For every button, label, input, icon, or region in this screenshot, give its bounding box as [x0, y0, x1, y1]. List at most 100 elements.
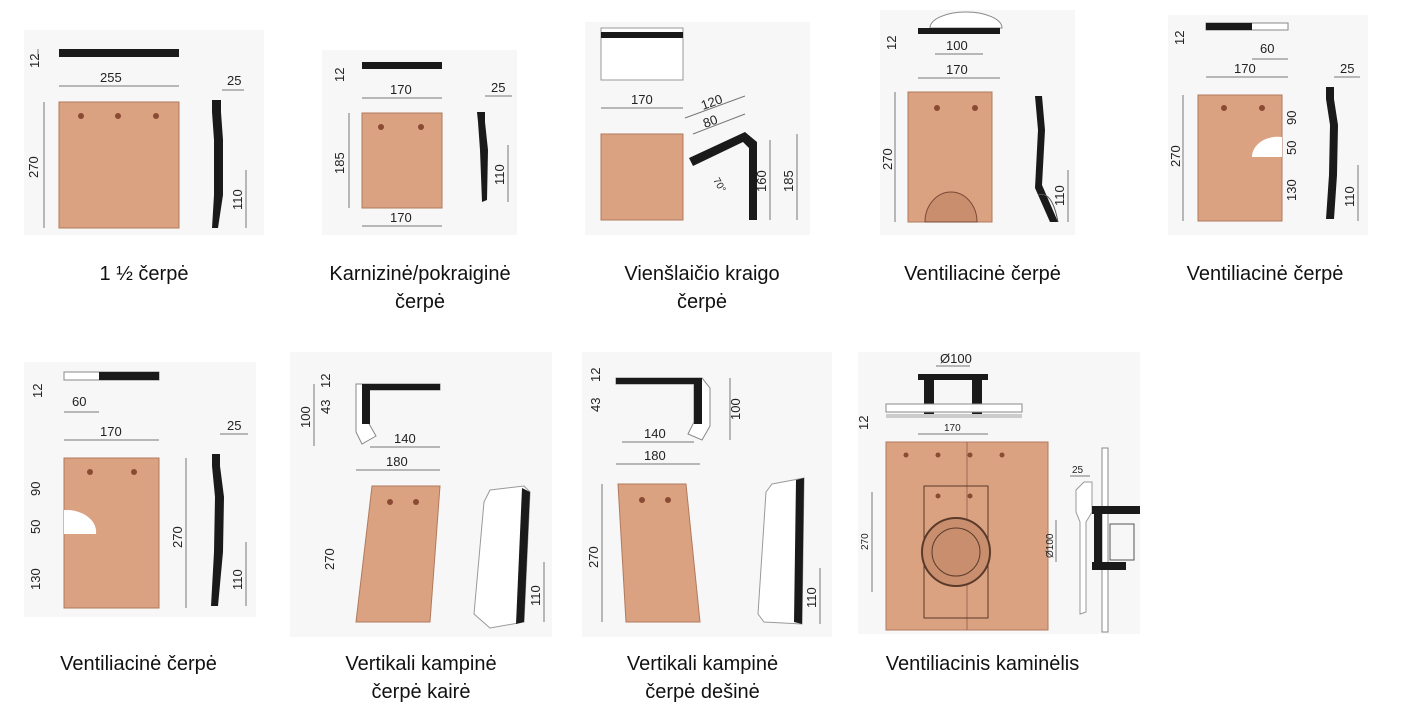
tile-1-caption: 1 ½ čerpė — [24, 260, 264, 288]
nail-hole — [934, 105, 940, 111]
nail-hole — [935, 452, 941, 458]
corner-side-view — [473, 485, 531, 629]
tile-1-drawing: 12 255 270 25 110 — [24, 30, 264, 235]
dim-thickness: 12 — [884, 36, 899, 50]
dim-overlap: 110 — [230, 569, 245, 590]
stack-cap — [918, 374, 988, 380]
tile-6-caption: Ventiliacinė čerpė — [16, 650, 261, 678]
dim-notch-offset: 60 — [1260, 41, 1274, 56]
dim-height: 270 — [860, 533, 871, 550]
side-stack-base — [1092, 562, 1126, 570]
dim-width: 180 — [386, 454, 408, 469]
tile-6-drawing: 12 60 170 90 50 130 270 25 110 — [24, 362, 256, 617]
side-stack-opening — [1109, 523, 1135, 561]
dim-thickness: 12 — [27, 54, 42, 68]
side-section-background — [1101, 447, 1109, 633]
dim-depth: 100 — [728, 398, 743, 420]
dim-profile-thickness: 25 — [227, 418, 241, 433]
dim-thickness: 12 — [1172, 31, 1187, 45]
stack-pipe-inner — [931, 527, 981, 577]
caption-line: Ventiliacinis kaminėlis — [885, 653, 1080, 675]
dim-line — [684, 95, 746, 119]
nail-hole — [115, 113, 121, 119]
caption-line: čerpė — [676, 291, 728, 313]
dim-height: 270 — [26, 156, 41, 178]
dim-height: 270 — [170, 526, 185, 548]
dim-width: 170 — [946, 62, 968, 77]
tile-9-caption: Ventiliacinis kaminėlis — [855, 650, 1110, 678]
dim-flange: 43 — [318, 400, 333, 414]
dim-width: 170 — [944, 423, 961, 434]
caption-line: Vienšlaičio kraigo — [624, 263, 780, 285]
top-profile-bar — [362, 62, 442, 69]
base-plate-lower — [886, 414, 1022, 418]
dim-height-outer: 185 — [781, 170, 796, 192]
dim-height: 270 — [1168, 145, 1183, 167]
stack-wall — [924, 380, 934, 414]
dim-width: 170 — [1234, 61, 1256, 76]
side-profile — [211, 454, 224, 606]
dim-height: 270 — [322, 548, 337, 570]
tile-8-svg: 12 43 100 140 180 270 110 — [582, 352, 832, 637]
caption-line: Ventiliacinė čerpė — [60, 653, 217, 675]
nail-hole — [87, 469, 93, 475]
dim-profile-thickness: 25 — [1340, 61, 1354, 76]
dim-profile-thickness: 25 — [227, 73, 241, 88]
caption-line: Vertikali kampinė — [626, 653, 779, 675]
dim-thickness: 12 — [588, 368, 603, 382]
side-stack-wall — [1094, 514, 1102, 562]
caption-line: čerpė dešinė — [645, 681, 760, 703]
tile-body — [1197, 94, 1283, 222]
tile-3-caption: Vienšlaičio kraigo čerpė — [572, 260, 832, 316]
top-profile-bar — [99, 372, 159, 380]
dim-segment-bottom: 130 — [28, 568, 43, 590]
nail-hole — [1221, 105, 1227, 111]
dim-width-bottom: 170 — [390, 210, 412, 225]
tile-5-svg: 12 60 170 270 90 50 130 25 110 — [1168, 15, 1368, 235]
side-profile — [477, 112, 488, 202]
nail-hole — [413, 499, 419, 505]
nail-hole — [972, 105, 978, 111]
nail-hole — [903, 452, 909, 458]
dim-thickness: 12 — [332, 68, 347, 82]
dim-overlap: 110 — [528, 585, 543, 606]
side-profile — [212, 100, 223, 228]
dim-hood-width: 100 — [946, 38, 968, 53]
tile-body — [600, 133, 684, 221]
side-profile — [516, 488, 530, 624]
dim-segment-bottom: 130 — [1284, 179, 1299, 201]
nail-hole — [935, 493, 941, 499]
dim-inner-width: 140 — [644, 426, 666, 441]
tile-body — [361, 112, 443, 209]
dim-stack-diameter: Ø100 — [940, 351, 972, 366]
stack-wall — [972, 380, 982, 414]
caption-line: Ventiliacinė čerpė — [904, 263, 1061, 285]
tile-body — [58, 101, 180, 229]
dim-notch-offset: 60 — [72, 394, 86, 409]
dim-thickness: 12 — [30, 384, 45, 398]
side-profile-vent — [1037, 193, 1059, 223]
nail-hole — [387, 499, 393, 505]
dim-overlap: 110 — [804, 587, 819, 608]
dim-height: 185 — [332, 152, 347, 174]
top-profile-bar — [918, 28, 1000, 34]
caption-line: čerpė — [394, 291, 446, 313]
tile-4-drawing: 12 100 170 270 110 — [880, 10, 1075, 235]
vent-opening — [924, 191, 978, 223]
nail-hole — [967, 452, 973, 458]
tile-2-drawing: 12 170 185 170 25 110 — [322, 50, 517, 235]
tile-3-drawing: 170 120 80 70° 160 185 — [585, 22, 810, 235]
dim-diagonal-outer: 120 — [699, 91, 725, 113]
tile-2-svg: 12 170 185 170 25 110 — [322, 50, 517, 235]
dim-diagonal-inner: 80 — [701, 112, 720, 131]
dim-depth: 100 — [298, 406, 313, 428]
vent-hood-top — [929, 11, 1003, 29]
dim-segment-mid: 50 — [28, 520, 43, 534]
dim-height: 270 — [880, 148, 895, 170]
tile-7-caption: Vertikali kampinė čerpė kairė — [292, 650, 550, 706]
side-profile — [794, 478, 804, 624]
dim-overlap: 110 — [1052, 185, 1067, 206]
dim-flange: 43 — [588, 398, 603, 412]
tile-8-drawing: 12 43 100 140 180 270 110 — [582, 352, 832, 637]
dim-width: 255 — [100, 70, 122, 85]
